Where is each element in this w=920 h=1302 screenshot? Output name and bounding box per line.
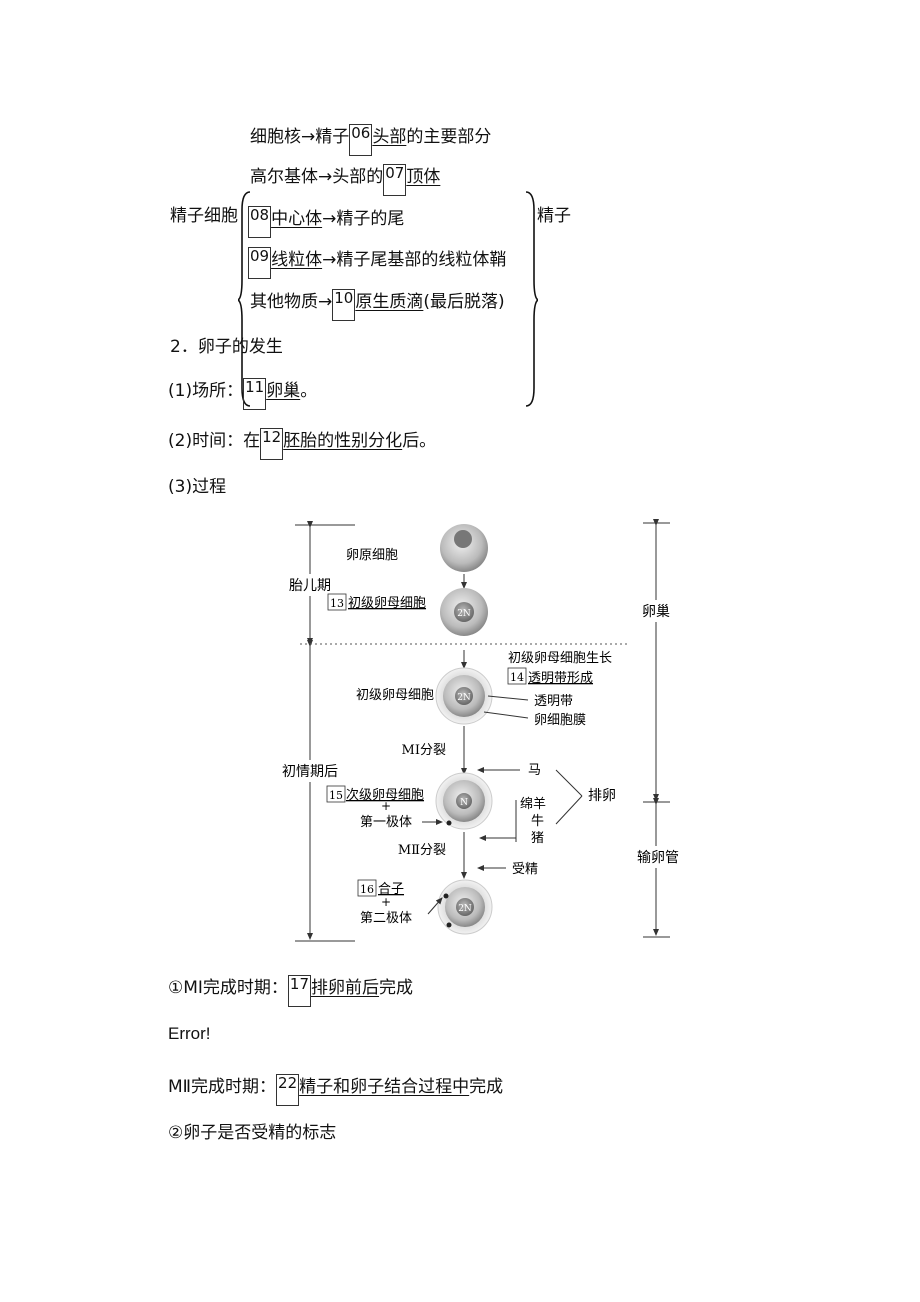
label-cattle: 牛 bbox=[531, 814, 544, 829]
blank-number: 12 bbox=[260, 428, 284, 460]
blank-number: 10 bbox=[332, 289, 356, 321]
plus-sign: + bbox=[381, 895, 391, 909]
right-brace bbox=[525, 191, 538, 407]
label-membrane: 卵细胞膜 bbox=[534, 713, 586, 728]
row-text: ①MⅠ完成时期： bbox=[168, 978, 288, 998]
label-ovary: 卵巢 bbox=[642, 604, 670, 620]
nucleus-label: N bbox=[460, 798, 468, 808]
blank-number: 13 bbox=[330, 597, 344, 610]
answer-text: 线粒体 bbox=[271, 250, 323, 270]
row-text: 细胞核→精子 bbox=[250, 127, 350, 147]
row-text: →精子尾基部的线粒体鞘 bbox=[322, 250, 507, 270]
blank-number: 11 bbox=[243, 378, 267, 410]
plus-sign: + bbox=[381, 799, 391, 813]
arrow bbox=[427, 897, 443, 915]
sperm-left-label: 精子细胞 bbox=[170, 206, 238, 226]
pointer-zona bbox=[487, 695, 529, 701]
label-zona: 透明带 bbox=[534, 694, 573, 709]
primary-oocyte-zona-cell: 2N bbox=[435, 667, 493, 725]
nucleus-label: 2N bbox=[458, 904, 472, 914]
row-text: 。 bbox=[300, 381, 318, 401]
blank-number: 14 bbox=[510, 671, 524, 684]
row-text: 后。 bbox=[402, 431, 437, 451]
row-text: 的主要部分 bbox=[406, 127, 492, 147]
label-m2: MⅡ分裂 bbox=[398, 843, 446, 858]
row-text: 高尔基体→头部的 bbox=[250, 167, 384, 187]
fertilization-sign: ②卵子是否受精的标志 bbox=[168, 1123, 337, 1143]
left-brace bbox=[238, 191, 251, 407]
ovulation-line bbox=[555, 769, 583, 797]
label-horse: 马 bbox=[528, 763, 541, 778]
zygote-cell: 2N bbox=[437, 879, 493, 935]
row-text: (1)场所： bbox=[168, 381, 244, 401]
row-text: 完成 bbox=[469, 1077, 504, 1097]
label-first-polar: 第一极体 bbox=[360, 815, 412, 830]
answer-zona-formation: 透明带形成 bbox=[528, 671, 593, 686]
answer-text: 胚胎的性别分化 bbox=[283, 431, 403, 451]
blank-number: 07 bbox=[383, 164, 407, 196]
answer-zygote: 合子 bbox=[378, 882, 404, 897]
row-text: 完成 bbox=[379, 978, 414, 998]
row-text: (2)时间：在 bbox=[168, 431, 261, 451]
answer-text: 排卵前后 bbox=[311, 978, 380, 998]
blank-number: 22 bbox=[276, 1074, 300, 1106]
blank-number: 06 bbox=[349, 124, 373, 156]
row-text: →精子的尾 bbox=[322, 209, 405, 229]
blank-number: 08 bbox=[248, 206, 272, 238]
answer-primary-oocyte: 初级卵母细胞 bbox=[348, 596, 426, 611]
answer-text: 头部 bbox=[372, 127, 407, 147]
row-text: MⅡ完成时期： bbox=[168, 1077, 277, 1097]
error-text: Error! bbox=[168, 1024, 211, 1043]
label-growth: 初级卵母细胞生长 bbox=[508, 651, 612, 666]
sperm-right-label: 精子 bbox=[537, 206, 571, 226]
blank-number: 17 bbox=[287, 975, 312, 1007]
label-fetal: 胎儿期 bbox=[289, 578, 331, 594]
blank-number: 15 bbox=[329, 789, 343, 802]
egg-heading: 2．卵子的发生 bbox=[170, 337, 283, 357]
nucleus-label: 2N bbox=[457, 609, 471, 619]
label-sheep: 绵羊 bbox=[520, 796, 546, 812]
label-oviduct: 输卵管 bbox=[637, 850, 679, 866]
label-oogonium: 卵原细胞 bbox=[346, 548, 398, 563]
right-timeline bbox=[643, 519, 670, 938]
secondary-oocyte-cell: N bbox=[435, 772, 493, 830]
answer-text: 原生质滴 bbox=[355, 292, 424, 312]
nucleus-label: 2N bbox=[457, 693, 471, 703]
answer-secondary-oocyte: 次级卵母细胞 bbox=[346, 787, 424, 803]
label-puberty: 初情期后 bbox=[282, 763, 338, 780]
blank-number: 09 bbox=[248, 247, 272, 279]
row-text: (最后脱落) bbox=[423, 292, 505, 312]
label-ovulation: 排卵 bbox=[588, 788, 616, 804]
row-text: 其他物质→ bbox=[250, 292, 333, 312]
pointer-membrane bbox=[483, 711, 529, 719]
ovulation-line bbox=[555, 795, 583, 825]
primary-oocyte-cell: 2N bbox=[440, 588, 488, 636]
answer-text: 中心体 bbox=[271, 209, 323, 229]
answer-text: 顶体 bbox=[406, 167, 441, 187]
answer-text: 精子和卵子结合过程中 bbox=[299, 1077, 470, 1097]
label-second-polar: 第二极体 bbox=[360, 911, 412, 926]
label-fert: 受精 bbox=[512, 862, 538, 877]
blank-number: 16 bbox=[360, 883, 374, 896]
left-timeline bbox=[295, 521, 355, 942]
egg-process: (3)过程 bbox=[168, 477, 227, 497]
label-m1: MⅠ分裂 bbox=[402, 743, 446, 758]
label-primary2: 初级卵母细胞 bbox=[356, 688, 434, 703]
oogonium-cell bbox=[440, 524, 488, 572]
label-pig: 猪 bbox=[531, 831, 544, 846]
answer-text: 卵巢 bbox=[266, 381, 301, 401]
